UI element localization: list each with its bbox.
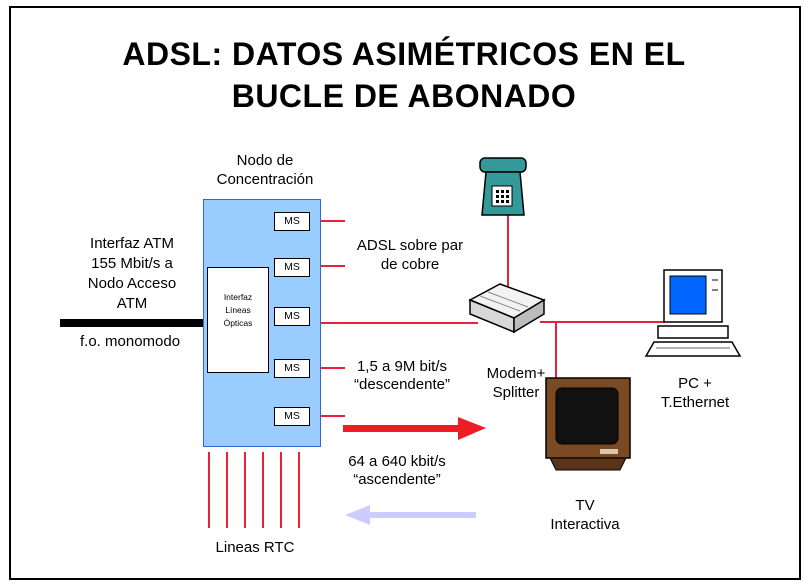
atm-line3: Nodo Acceso [87,275,177,292]
modem-icon [468,283,546,334]
pc-icon [644,269,742,357]
atm-fiber-label: f.o. monomodo [80,333,181,350]
ms-module-2: MS [274,258,310,277]
tv-icon [545,377,631,471]
fiber-line [60,319,210,327]
upstream-rate: 64 a 640 kbit/s [348,453,446,470]
upstream-word: “ascendente” [353,471,441,488]
tv-label: TV Interactiva [530,496,640,534]
atm-line2: 155 Mbit/s a [91,255,173,272]
atm-line1: Interfaz ATM [90,235,174,252]
rtc-label: Lineas RTC [215,539,295,556]
rtc-lines [208,452,300,528]
optical-interface-box: Interfaz Líneas Ópticas [207,267,269,373]
upstream-arrow [345,505,476,525]
atm-label: Interfaz ATM 155 Mbit/s a Nodo Acceso AT… [62,234,202,314]
adsl-label: ADSL sobre par de cobre [340,236,480,274]
atm-line4: ATM [116,295,148,312]
modem-label: Modem+ Splitter [476,364,556,402]
modem-line2: Splitter [492,384,540,401]
slide-title-line1: ADSL: DATOS ASIMÉTRICOS EN EL [122,36,686,72]
tv-line2: Interactiva [550,516,620,533]
modem-line1: Modem+ [486,365,546,382]
ms-module-5: MS [274,407,310,426]
pc-line2: T.Ethernet [660,394,730,411]
adsl-line1: ADSL sobre par [356,237,464,254]
node-label: Nodo de Concentración [200,151,330,189]
downstream-label: 1,5 a 9M bit/s “descendente” [340,358,464,394]
pc-line1: PC + [678,375,712,392]
interface-line1: Interfaz [223,292,253,302]
ms-module-3: MS [274,307,310,326]
ms-module-1: MS [274,212,310,231]
interface-line2: Líneas [225,305,251,315]
adsl-line2: de cobre [380,256,440,273]
node-label-line2: Concentración [216,171,314,188]
slide-title-line2: BUCLE DE ABONADO [231,78,577,114]
downstream-rate: 1,5 a 9M bit/s [356,358,448,375]
upstream-label: 64 a 640 kbit/s “ascendente” [332,453,462,489]
pc-label: PC + T.Ethernet [640,374,750,412]
telephone-icon [479,157,527,216]
interface-line3: Ópticas [223,318,253,328]
downstream-word: “descendente” [354,376,450,393]
tv-line1: TV [575,497,595,514]
downstream-arrow [343,417,486,440]
ms-module-4: MS [274,359,310,378]
node-label-line1: Nodo de [236,152,294,169]
